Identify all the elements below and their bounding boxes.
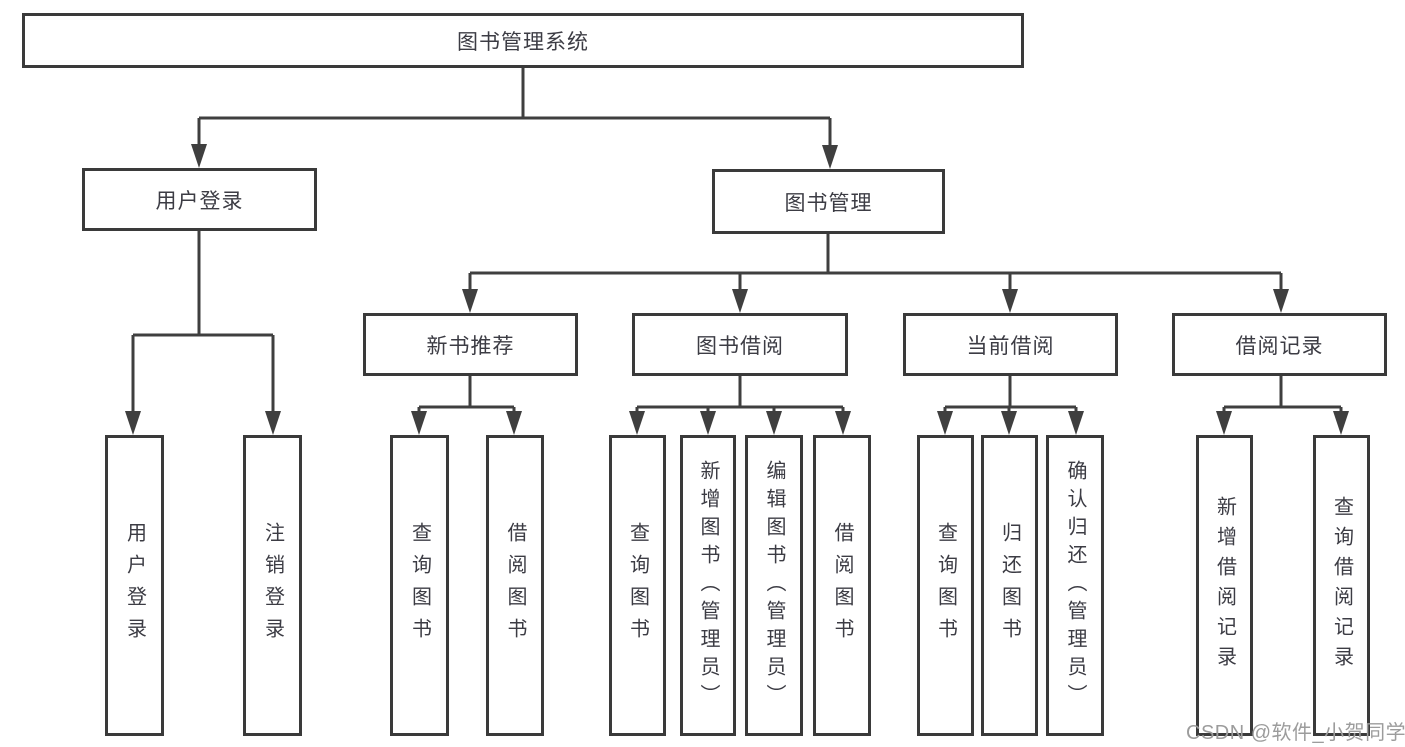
leaf-records-add-record-label: 新增借阅记录	[1213, 495, 1236, 676]
arrowhead-group	[125, 144, 1349, 435]
leaf-records-query-record: 查询借阅记录	[1313, 435, 1370, 736]
leaf-current-return-books-label: 归还图书	[998, 521, 1021, 650]
leaf-recommend-borrow-books-label: 借阅图书	[504, 521, 526, 650]
leaf-borrowing-query-books-label: 查询图书	[626, 521, 649, 650]
leaf-borrowing-edit-books-admin-label: 编辑图书（管理员）	[763, 459, 785, 712]
node-book-management-label: 图书管理	[784, 191, 873, 215]
leaf-borrowing-borrow-books-label: 借阅图书	[831, 521, 853, 650]
watermark-text: CSDN @软件_小贺同学	[1186, 722, 1405, 744]
leaf-logout-label: 注销登录	[261, 521, 284, 650]
leaf-current-query-books-label: 查询图书	[934, 521, 957, 650]
leaf-recommend-query-books-label: 查询图书	[408, 521, 431, 650]
leaf-current-query-books: 查询图书	[917, 435, 974, 736]
leaf-borrowing-borrow-books: 借阅图书	[813, 435, 871, 736]
leaf-records-query-record-label: 查询借阅记录	[1330, 495, 1353, 676]
leaf-borrowing-edit-books-admin: 编辑图书（管理员）	[745, 435, 803, 736]
leaf-records-add-record: 新增借阅记录	[1196, 435, 1253, 736]
node-book-borrowing-label: 图书借阅	[696, 334, 784, 358]
leaf-current-confirm-return-admin-label: 确认归还（管理员）	[1064, 459, 1086, 712]
connector-line-group	[131, 68, 1343, 415]
node-current-borrowing: 当前借阅	[903, 313, 1118, 376]
leaf-user-login-label: 用户登录	[123, 521, 146, 650]
node-user-login-label: 用户登录	[155, 189, 244, 213]
node-current-borrowing-label: 当前借阅	[966, 334, 1055, 358]
node-new-book-recommendation: 新书推荐	[363, 313, 578, 376]
node-borrowing-records: 借阅记录	[1172, 313, 1387, 376]
leaf-borrowing-query-books: 查询图书	[609, 435, 666, 736]
leaf-recommend-borrow-books: 借阅图书	[486, 435, 544, 736]
leaf-borrowing-add-books-admin: 新增图书（管理员）	[680, 435, 736, 736]
leaf-current-confirm-return-admin: 确认归还（管理员）	[1046, 435, 1104, 736]
node-root: 图书管理系统	[22, 13, 1024, 68]
node-new-book-recommendation-label: 新书推荐	[426, 334, 515, 358]
node-root-label: 图书管理系统	[457, 30, 589, 54]
node-book-management: 图书管理	[712, 169, 945, 234]
leaf-borrowing-add-books-admin-label: 新增图书（管理员）	[697, 459, 719, 712]
node-user-login: 用户登录	[82, 168, 317, 231]
leaf-current-return-books: 归还图书	[981, 435, 1038, 736]
leaf-logout: 注销登录	[243, 435, 302, 736]
leaf-recommend-query-books: 查询图书	[390, 435, 449, 736]
leaf-user-login: 用户登录	[105, 435, 164, 736]
node-borrowing-records-label: 借阅记录	[1235, 334, 1324, 358]
node-book-borrowing: 图书借阅	[632, 313, 848, 376]
